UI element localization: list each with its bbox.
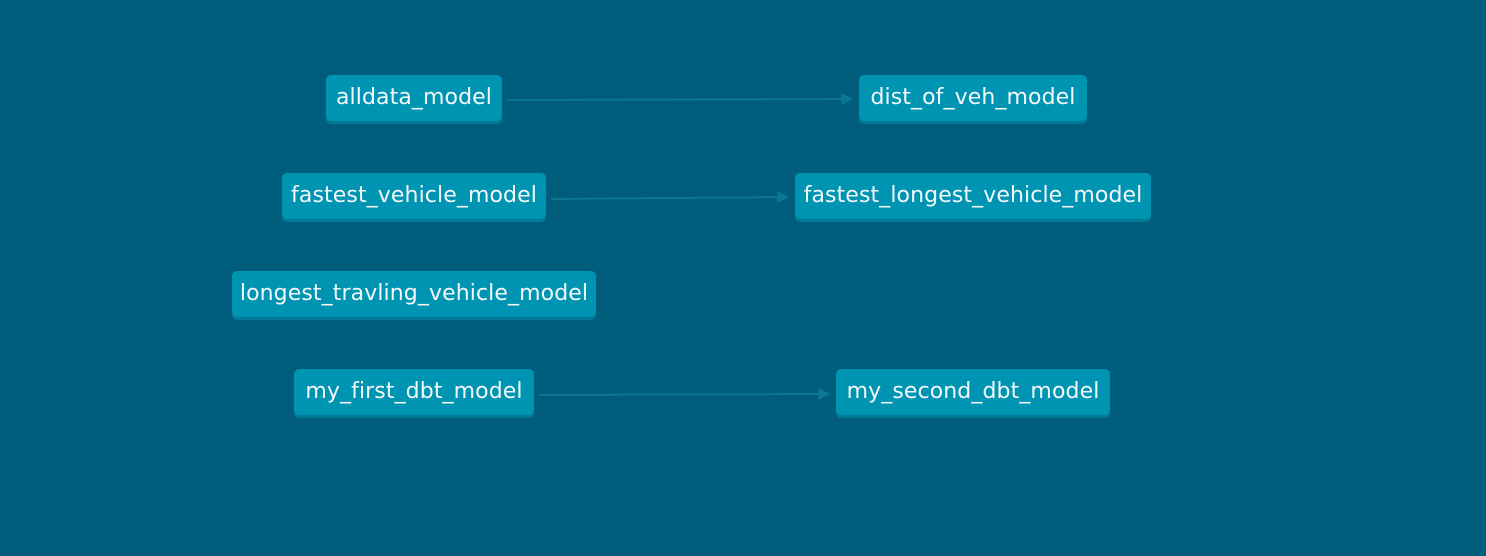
node-fastest-vehicle-model[interactable]: fastest_vehicle_model xyxy=(282,173,546,219)
edge-alldata-to-dist xyxy=(506,93,854,106)
node-fastest-longest-vehicle-model[interactable]: fastest_longest_vehicle_model xyxy=(795,173,1151,219)
node-dist-of-veh-model[interactable]: dist_of_veh_model xyxy=(859,75,1087,121)
node-longest-travling-vehicle-model[interactable]: longest_travling_vehicle_model xyxy=(232,271,596,317)
node-my-first-dbt-model[interactable]: my_first_dbt_model xyxy=(294,369,534,415)
edge-first-to-second xyxy=(538,388,831,401)
edge-fastest-to-fastest-longest xyxy=(550,191,790,204)
node-my-second-dbt-model[interactable]: my_second_dbt_model xyxy=(836,369,1110,415)
node-alldata-model[interactable]: alldata_model xyxy=(326,75,502,121)
